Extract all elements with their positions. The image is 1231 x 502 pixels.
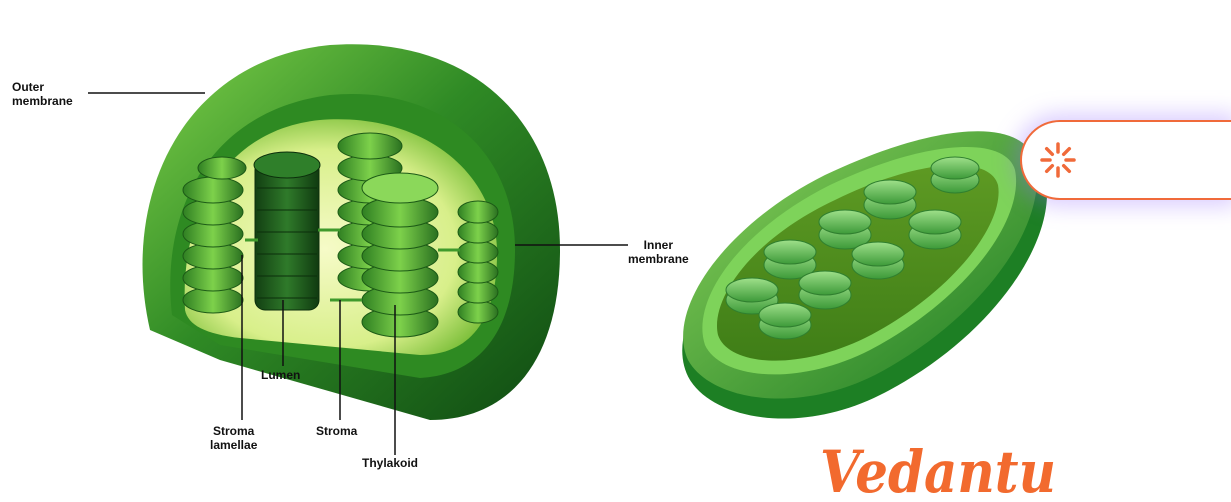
chloroplast-3d-illustration bbox=[682, 131, 1047, 418]
loading-spinner-icon bbox=[1038, 140, 1078, 180]
label-inner-membrane-line2: membrane bbox=[628, 252, 689, 266]
label-thylakoid: Thylakoid bbox=[362, 456, 418, 470]
svg-text:Vedantu: Vedantu bbox=[820, 438, 1056, 502]
label-stroma-lamellae-line2: lamellae bbox=[210, 438, 257, 452]
label-inner-membrane-line1: Inner bbox=[628, 238, 689, 252]
label-stroma-lamellae-line1: Stroma bbox=[210, 424, 257, 438]
label-lumen-text: Lumen bbox=[261, 368, 300, 382]
vedantu-logo: Vedantu bbox=[820, 434, 1060, 502]
loading-widget[interactable] bbox=[1020, 120, 1231, 200]
label-inner-membrane: Inner membrane bbox=[628, 238, 689, 266]
label-thylakoid-text: Thylakoid bbox=[362, 456, 418, 470]
label-stroma: Stroma bbox=[316, 424, 357, 438]
label-stroma-lamellae: Stroma lamellae bbox=[210, 424, 257, 452]
label-stroma-text: Stroma bbox=[316, 424, 357, 438]
lumen-stack bbox=[254, 152, 320, 310]
label-outer-membrane-line2: membrane bbox=[12, 94, 73, 108]
thylakoid-stack bbox=[362, 173, 438, 337]
label-outer-membrane-line1: Outer bbox=[12, 80, 73, 94]
label-outer-membrane: Outer membrane bbox=[12, 80, 73, 108]
chloroplast-cross-section bbox=[143, 44, 561, 420]
label-lumen: Lumen bbox=[261, 368, 300, 382]
